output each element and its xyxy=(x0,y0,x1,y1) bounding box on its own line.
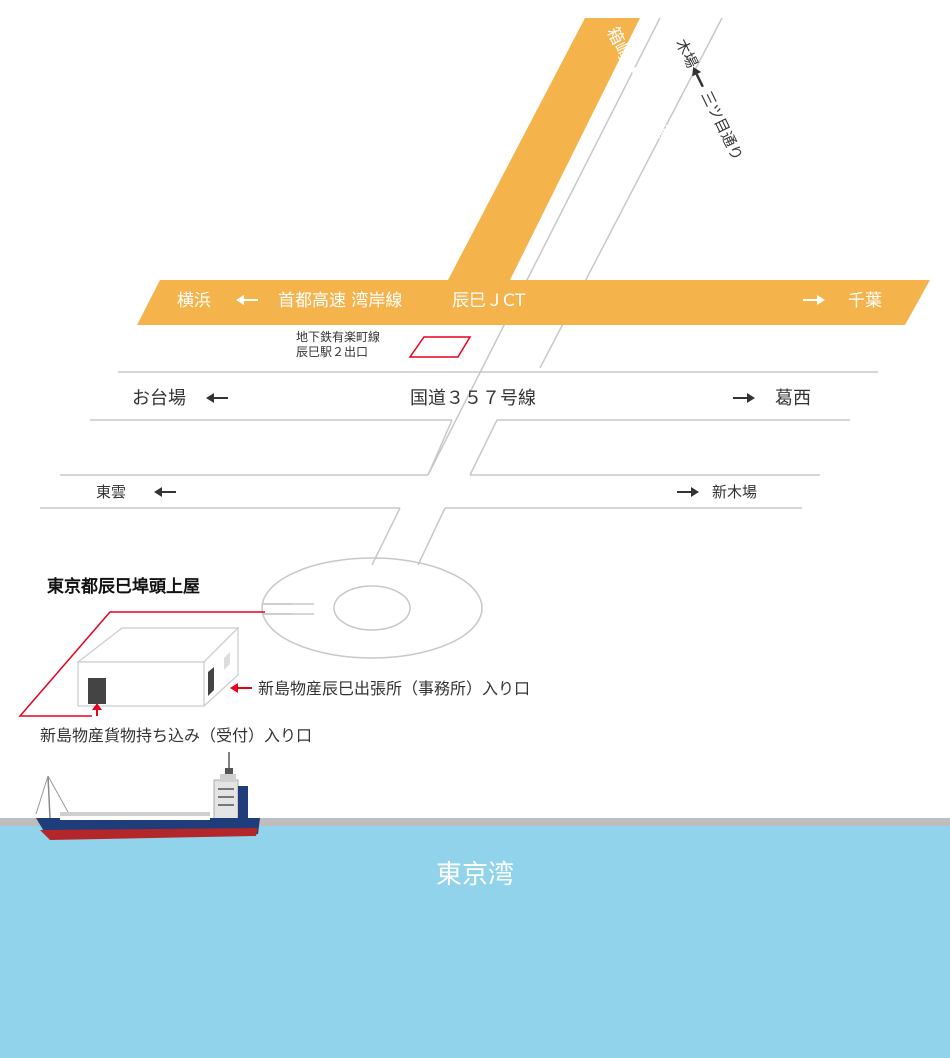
ship-icon xyxy=(35,752,260,840)
station-exit-line1: 地下鉄有楽町線 xyxy=(296,329,380,344)
facility-title: 東京都辰巳埠頭上屋 xyxy=(47,576,200,597)
tokyo-bay xyxy=(0,826,950,1058)
arrow-up-icon xyxy=(631,70,644,92)
bayshore-name: 首都高速 湾岸線 xyxy=(278,291,402,311)
route9-expressway xyxy=(448,18,640,280)
lower-road-west-dest: 東雲 xyxy=(96,483,126,501)
roundabout-outer xyxy=(261,557,483,659)
mitsume-label-group: 木場 三ツ目通り xyxy=(672,36,746,163)
arrow-left-icon xyxy=(154,487,176,497)
bayshore-east-dest: 千葉 xyxy=(848,291,882,311)
mitsume-road-edge-left xyxy=(427,17,661,476)
route357-east-dest: 葛西 xyxy=(775,388,811,409)
lower-road-east-dest: 新木場 xyxy=(712,483,757,501)
arrow-right-icon xyxy=(733,393,755,403)
connector-3 xyxy=(371,507,401,566)
station-exit-line2: 辰巳駅２出口 xyxy=(296,345,368,359)
arrow-right-icon xyxy=(803,295,825,305)
cargo-door xyxy=(88,678,106,704)
arrow-left-icon xyxy=(206,393,228,403)
connector-4 xyxy=(417,507,446,566)
arrow-up-icon xyxy=(695,73,704,88)
arrow-left-icon xyxy=(230,683,252,693)
mitsume-name: 三ツ目通り xyxy=(697,88,746,163)
facility-boundary xyxy=(18,611,265,717)
connector-2 xyxy=(469,419,498,476)
route357-west-dest: お台場 xyxy=(132,388,186,409)
bayshore-expressway xyxy=(137,280,930,325)
bayshore-west-dest: 横浜 xyxy=(177,291,211,311)
office-entrance-label: 新島物産辰巳出張所（事務所）入り口 xyxy=(258,679,530,698)
arrow-left-icon xyxy=(236,295,258,305)
road-network xyxy=(40,17,878,659)
bayshore-junction: 辰巳ＪCT xyxy=(452,291,526,311)
arrow-right-icon xyxy=(677,487,699,497)
arrow-up-icon xyxy=(92,703,102,716)
roundabout-inner xyxy=(333,585,411,631)
office-door xyxy=(208,667,214,696)
sea-label: 東京湾 xyxy=(436,860,514,890)
shoreline xyxy=(0,818,950,826)
building-icon xyxy=(76,626,240,708)
station-exit-marker xyxy=(408,336,472,358)
cargo-entrance-label: 新島物産貨物持ち込み（受付）入り口 xyxy=(40,726,312,745)
connector-1 xyxy=(427,419,453,476)
route357-name: 国道３５７号線 xyxy=(410,388,536,409)
route9-name: 首都高速9号線 xyxy=(635,92,702,202)
